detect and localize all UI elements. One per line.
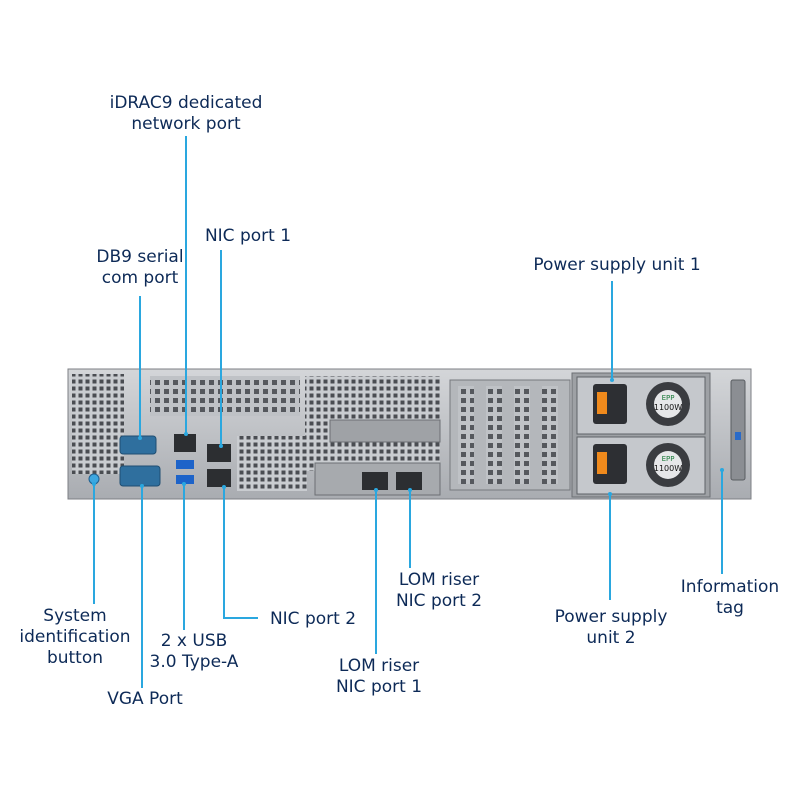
psu-2-brand: EPP xyxy=(662,455,675,463)
psu-1-latch xyxy=(597,392,607,414)
label-psu1-line1: Power supply unit 1 xyxy=(533,255,701,275)
label-lom1-line1: LOM riser xyxy=(338,656,420,676)
usb-port-2 xyxy=(176,475,194,484)
label-nic2: NIC port 2 xyxy=(258,609,368,630)
top-left-vent xyxy=(150,376,300,416)
nic-port-1 xyxy=(207,444,231,462)
leader-lines xyxy=(92,136,724,688)
label-infotag-line2: tag xyxy=(716,598,744,618)
label-idrac: iDRAC9 dedicated network port xyxy=(96,93,276,135)
label-db9-line2: com port xyxy=(101,268,179,288)
label-sysid-line3: button xyxy=(46,648,104,668)
label-infotag: Information tag xyxy=(670,577,790,619)
psu-2-rating: 1100W xyxy=(654,464,682,473)
label-sysid-line1: System xyxy=(43,606,107,626)
label-lom1: LOM riser NIC port 1 xyxy=(324,656,434,698)
information-tag xyxy=(730,379,746,481)
pcie-slots xyxy=(449,379,571,491)
label-nic2-line1: NIC port 2 xyxy=(269,609,357,629)
idrac-port xyxy=(174,434,196,452)
label-psu1: Power supply unit 1 xyxy=(512,255,722,276)
psu-1-badge: EPP 1100W xyxy=(654,394,682,412)
leader-nic2 xyxy=(223,487,258,619)
label-psu2-line2: unit 2 xyxy=(586,628,636,648)
lom-port-1 xyxy=(362,472,388,490)
label-psu2-line1: Power supply xyxy=(554,607,668,627)
label-db9: DB9 serial com port xyxy=(80,247,200,289)
label-lom2-line2: NIC port 2 xyxy=(395,591,483,611)
left-vent xyxy=(72,374,124,474)
label-db9-line1: DB9 serial xyxy=(96,247,184,267)
usb-port-1 xyxy=(176,460,194,469)
db9-port xyxy=(119,435,157,455)
slot-cover xyxy=(329,419,441,443)
label-usb-line1: 2 x USB xyxy=(160,631,228,651)
psu-2-latch xyxy=(597,452,607,474)
label-vga-line1: VGA Port xyxy=(107,689,183,709)
lower-vent xyxy=(237,436,307,491)
psu-2-badge: EPP 1100W xyxy=(654,455,682,473)
label-lom2-line1: LOM riser xyxy=(398,570,480,590)
label-idrac-line2: network port xyxy=(131,114,241,134)
label-idrac-line1: iDRAC9 dedicated xyxy=(109,93,263,113)
label-infotag-line1: Information xyxy=(680,577,780,597)
psu-bay: EPP 1100W EPP 1100W xyxy=(571,372,711,498)
server-chassis: EPP 1100W EPP 1100W xyxy=(67,368,752,500)
lom-port-2 xyxy=(396,472,422,490)
psu-1-brand: EPP xyxy=(662,394,675,402)
label-lom1-line2: NIC port 1 xyxy=(335,677,423,697)
label-usb: 2 x USB 3.0 Type-A xyxy=(140,631,248,673)
label-nic1-line1: NIC port 1 xyxy=(204,226,292,246)
nic-port-2 xyxy=(207,469,231,487)
label-lom2: LOM riser NIC port 2 xyxy=(384,570,494,612)
label-nic1: NIC port 1 xyxy=(188,226,308,247)
label-usb-line2: 3.0 Type-A xyxy=(149,652,239,672)
psu-1-rating: 1100W xyxy=(654,403,682,412)
label-psu2: Power supply unit 2 xyxy=(540,607,682,649)
label-sysid-line2: identification xyxy=(19,627,131,647)
label-vga: VGA Port xyxy=(90,689,200,710)
vga-port xyxy=(119,465,161,487)
label-sysid: System identification button xyxy=(14,606,136,669)
